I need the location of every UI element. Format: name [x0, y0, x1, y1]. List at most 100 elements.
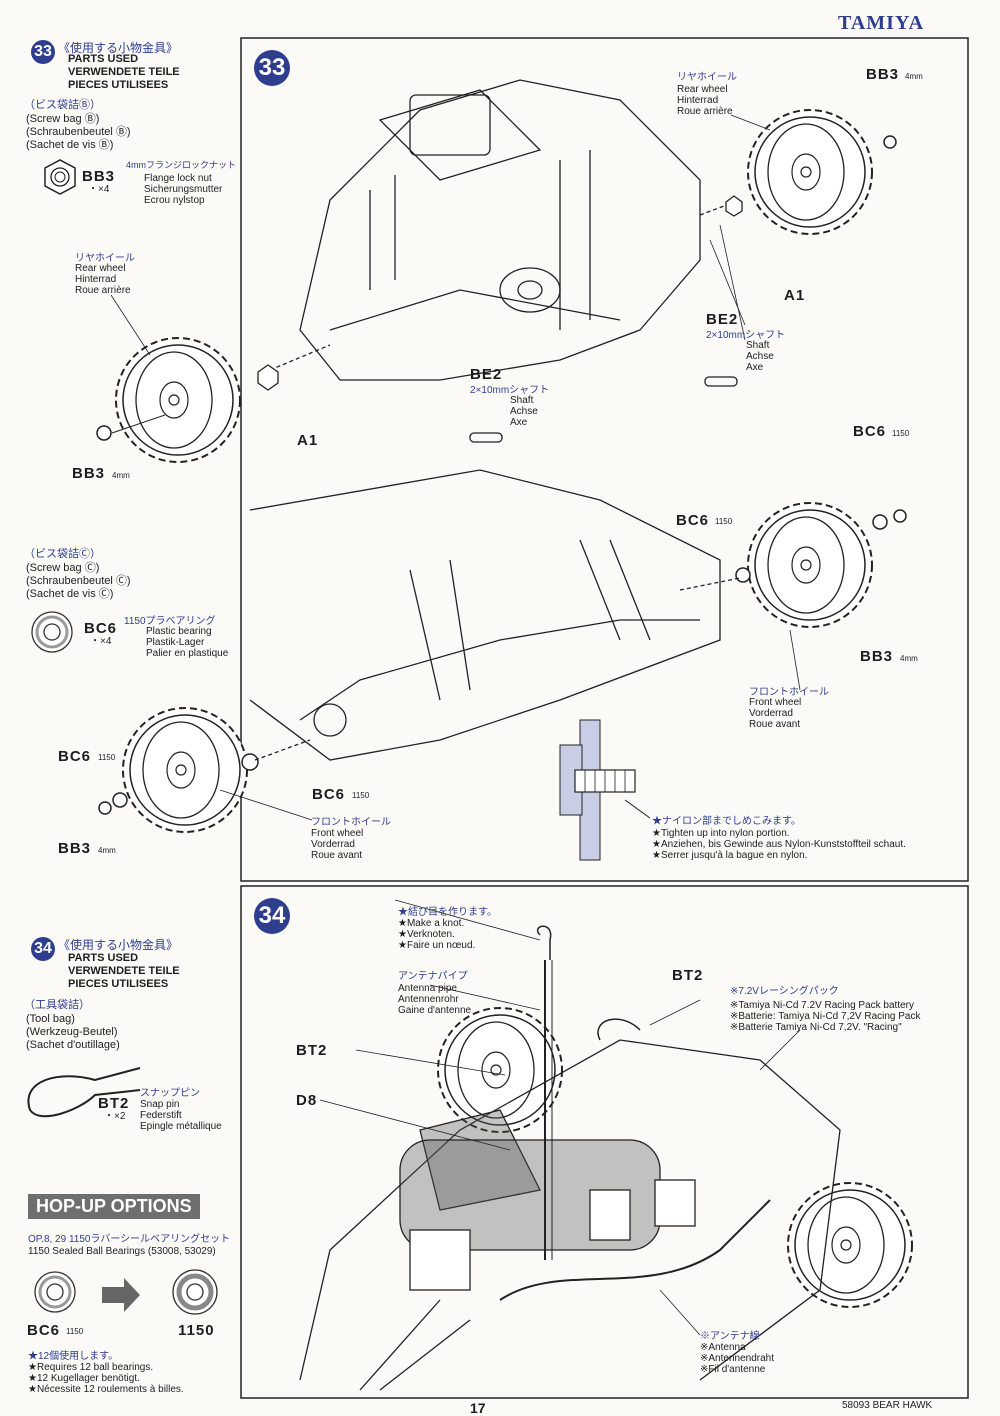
hopup-to-code: 1150 [178, 1322, 215, 1339]
front-wheel-left-en: Front wheel [311, 828, 364, 839]
page-number: 17 [470, 1400, 486, 1416]
antenna-pipe-en: Antenna pipe [398, 983, 457, 994]
rear-wheel-right-en: Rear wheel [677, 84, 728, 95]
front-wheel-right-de: Vorderrad [749, 708, 793, 719]
bt2-en: Snap pin [140, 1099, 180, 1110]
bb3-qty: ・×4 [88, 184, 110, 195]
bt2-fr: Epingle métallique [140, 1121, 222, 1132]
bb3-size-right: 4mm [905, 72, 923, 81]
step33-badge: 33 [254, 50, 290, 86]
screw-bag-b-jp: （ビス袋詰Ⓑ） [24, 99, 101, 111]
bb3-en: Flange lock nut [144, 173, 212, 184]
bc6-size-mid: 1150 [715, 517, 733, 526]
bb3-fr: Ecrou nylstop [144, 195, 205, 206]
screw-bag-c-fr: (Sachet de vis Ⓒ) [26, 588, 114, 600]
flange-nut-icon [44, 159, 76, 195]
rear-wheel-right-jp: リヤホイール [677, 72, 737, 83]
hopup-note-fr: ★Nécessite 12 roulements à billes. [28, 1384, 184, 1395]
parts-used-fr: PIECES UTILISEES [68, 79, 169, 91]
bc6-size-top-right: 1150 [892, 429, 910, 438]
be2-right-fr: Axe [746, 362, 764, 373]
nylon-nut-detail [559, 719, 651, 861]
front-wheel-left-jp: フロントホイール [311, 817, 391, 828]
hopup-note-en: ★Requires 12 ball bearings. [28, 1362, 154, 1373]
step34-badge-small: 34 [31, 937, 55, 961]
nylon-note-jp: ★ナイロン部までしめこみます。 [652, 816, 801, 827]
step34-panel [240, 885, 969, 1399]
rear-chassis-drawing [269, 79, 741, 443]
parts-used-34-de: VERWENDETE TEILE [68, 965, 180, 977]
bt2-de: Federstift [140, 1110, 182, 1121]
front-wheel-right [747, 502, 873, 628]
rear-wheel-left [115, 337, 241, 463]
screw-bag-b-de: (Schraubenbeutel Ⓑ) [26, 126, 131, 138]
knot-fr: ★Faire un nœud. [398, 940, 476, 951]
rear-wheel-jp: リヤホイール [75, 253, 135, 264]
bc6-callout-bottom: BC6 [312, 786, 346, 803]
be2-left-code: BE2 [470, 366, 503, 383]
plastic-bearing-icon [30, 610, 74, 654]
be2-left-jp: 2×10mmシャフト [470, 385, 550, 396]
be2-right-de: Achse [746, 351, 774, 362]
bb3-callout-left: BB3 [72, 465, 106, 482]
tool-bag-en: (Tool bag) [26, 1013, 75, 1025]
bc6-callout-mid: BC6 [676, 512, 710, 529]
hopup-from-code: BC6 [27, 1322, 61, 1339]
d8-callout: D8 [296, 1092, 318, 1109]
antenna-wire-de: ※Antennendraht [700, 1353, 774, 1364]
parts-used-de: VERWENDETE TEILE [68, 66, 180, 78]
battery-jp: ※7.2Vレーシングパック [730, 986, 839, 997]
knot-jp: ★結び目を作ります。 [398, 907, 497, 918]
antenna-wire-jp: ※アンテナ線 [700, 1331, 760, 1342]
antenna-pipe-de: Antennenrohr [398, 994, 459, 1005]
rear-wheel-right-fr: Roue arrière [677, 106, 733, 117]
rear-wheel-de: Hinterrad [75, 274, 117, 285]
step33-panel [240, 37, 969, 882]
battery-de: ※Batterie: Tamiya Ni-Cd 7,2V Racing Pack [730, 1011, 921, 1022]
screw-bag-b-en: (Screw bag Ⓑ) [26, 113, 100, 125]
antenna-wire-en: ※Antenna [700, 1342, 746, 1353]
bc6-callout-top-right: BC6 [853, 423, 887, 440]
nylon-note-de: ★Anziehen, bis Gewinde aus Nylon-Kunstst… [652, 839, 906, 850]
a1-right: A1 [784, 287, 806, 304]
tool-bag-de: (Werkzeug-Beutel) [26, 1026, 118, 1038]
arrow-right-icon [102, 1278, 140, 1312]
parts-used-34-en: PARTS USED [68, 952, 139, 964]
a1-left: A1 [297, 432, 319, 449]
hopup-title: HOP-UP OPTIONS [28, 1194, 200, 1219]
rear-wheel-fr: Roue arrière [75, 285, 131, 296]
front-wheel-right-en: Front wheel [749, 697, 802, 708]
step34-chassis-drawing [299, 925, 913, 1391]
bb3-size-bottom-right: 4mm [900, 654, 918, 663]
screw-bag-b-fr: (Sachet de vis Ⓑ) [26, 139, 114, 151]
nylon-note-fr: ★Serrer jusqu'à la bague en nylon. [652, 850, 808, 861]
bt2-qty: ・×2 [104, 1111, 126, 1122]
knot-en: ★Make a knot. [398, 918, 465, 929]
bc6-qty: ・×4 [90, 636, 112, 647]
bc6-bearing-icon [33, 1270, 77, 1314]
bc6-en: Plastic bearing [146, 626, 212, 637]
bb3-callout-front: BB3 [58, 840, 92, 857]
hopup-op-line: OP.8, 29 1150ラバーシールベアリングセット [28, 1234, 231, 1245]
screw-bag-c-jp: （ビス袋詰Ⓒ） [24, 548, 101, 560]
be2-left-de: Achse [510, 406, 538, 417]
hopup-subtitle: 1150 Sealed Ball Bearings (53008, 53029) [28, 1246, 216, 1257]
bc6-jp: 1150プラベアリング [124, 616, 216, 627]
bc6-size-bottom: 1150 [352, 791, 370, 800]
antenna-wire-fr: ※Fil d'antenne [700, 1364, 766, 1375]
bb3-size-left: 4mm [112, 471, 130, 480]
front-chassis-drawing [249, 469, 741, 761]
bb3-callout-bottom-right: BB3 [860, 648, 894, 665]
bt2-callout-right: BT2 [672, 967, 704, 984]
bc6-de: Plastik-Lager [146, 637, 205, 648]
bb3-jp: 4mmフランジロックナット [126, 160, 237, 170]
bb3-de: Sicherungsmutter [144, 184, 223, 195]
be2-right-en: Shaft [746, 340, 770, 351]
brand-logo: TAMIYA [838, 12, 925, 34]
bc6-callout-left: BC6 [58, 748, 92, 765]
bc6-size-left: 1150 [98, 753, 116, 762]
battery-en: ※Tamiya Ni-Cd 7.2V Racing Pack battery [730, 1000, 915, 1011]
model-number: 58093 BEAR HAWK [842, 1400, 933, 1411]
screw-bag-c-de: (Schraubenbeutel Ⓒ) [26, 575, 131, 587]
parts-used-34-jp: 《使用する小物金具》 [58, 938, 179, 952]
